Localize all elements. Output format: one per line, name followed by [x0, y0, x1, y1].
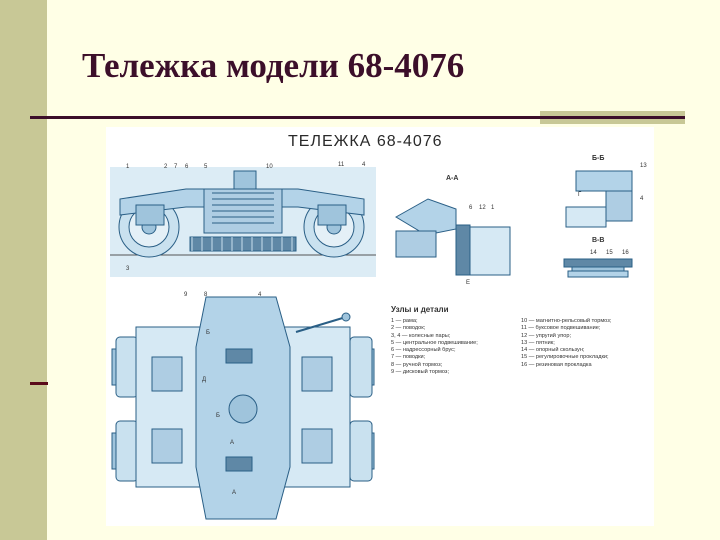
section-aa-side-member	[469, 226, 511, 276]
rear-left-wheel	[115, 420, 139, 482]
plan-view	[111, 296, 375, 520]
callout-1: 1	[126, 164, 130, 170]
disc-brake-front-right	[301, 356, 333, 392]
callout-10: 10	[266, 164, 273, 170]
section-aa-callout-1: 1	[491, 205, 495, 211]
front-left-wheel	[115, 336, 139, 398]
section-vv-callout-14: 14	[590, 250, 597, 256]
section-mark-b-top: Б	[206, 330, 210, 336]
side-view	[110, 167, 376, 277]
legend-item: 1 — рама;	[391, 318, 418, 324]
callout-8: 8	[204, 292, 208, 298]
side-bar-accent-line	[30, 382, 48, 385]
legend-item: 15 — регулировочные прокладки;	[521, 354, 609, 361]
callout-3: 3	[126, 266, 130, 272]
title-underline	[30, 116, 685, 119]
callout-5: 5	[204, 164, 208, 170]
legend-item: 5 — центральное подвешивание;	[391, 339, 478, 346]
section-mark-a-bottom: А	[232, 490, 237, 496]
section-vv-shims	[571, 266, 625, 272]
legend-heading: Узлы и детали	[391, 305, 449, 314]
handbrake-linkage	[295, 316, 347, 333]
section-vv-label: В-В	[592, 237, 605, 244]
right-axle-box-suspension	[317, 204, 347, 226]
handbrake-lever	[341, 312, 351, 322]
section-vv-rubber-pad	[567, 270, 629, 278]
left-axle-box-suspension	[135, 204, 165, 226]
section-vv-callout-16: 16	[622, 250, 629, 256]
magnetic-rail-brake	[189, 236, 297, 252]
slide-title: Тележка модели 68-4076	[82, 46, 465, 85]
section-bb-mark-g: Г	[578, 192, 582, 198]
section-aa-bolster	[395, 198, 457, 236]
central-spring-coils	[212, 192, 274, 224]
legend-item: 3, 4 — колесные пары;	[391, 332, 451, 339]
section-aa-frame	[395, 230, 437, 258]
section-bb-callout-13: 13	[640, 163, 647, 169]
legend-item: 11 — буксовое подвешивание;	[521, 325, 601, 332]
legend-right-column: 10 — магнитно-рельсовый тормоз; 11 — бук…	[521, 318, 651, 376]
legend-left-column: 1 — рама; 2 — поводок; 3, 4 — колесные п…	[391, 318, 521, 376]
callout-4: 4	[362, 162, 366, 168]
legend-item: 13 — пятник;	[521, 339, 555, 346]
front-right-wheel	[349, 336, 373, 398]
bogie-technical-drawing: ТЕЛЕЖКА 68-4076 1 2 7 6 5 10 11 4 3 9 8 …	[106, 127, 654, 526]
rear-right-wheel	[349, 420, 373, 482]
section-bb-frame	[565, 206, 607, 228]
disc-brake-rear-left	[151, 428, 183, 464]
disc-brake-front-left	[151, 356, 183, 392]
callout-2: 2	[164, 164, 168, 170]
section-vv-side-bearer	[563, 258, 633, 268]
disc-brake-rear-right	[301, 428, 333, 464]
section-aa-callout-12: 12	[479, 205, 486, 211]
section-aa	[395, 198, 511, 276]
bogie-drawing-graphics	[110, 167, 633, 520]
center-pivot-plan	[228, 394, 258, 424]
section-bb-label: Б-Б	[592, 155, 605, 162]
section-vv-callout-15: 15	[606, 250, 613, 256]
callout-11: 11	[338, 162, 345, 168]
bolster-pivot	[233, 170, 257, 190]
section-bb-center-plate	[575, 170, 633, 192]
section-mark-d: Д	[202, 377, 207, 383]
legend-item: 10 — магнитно-рельсовый тормоз;	[521, 318, 612, 324]
section-mark-b-mid: Б	[216, 413, 220, 419]
legend-item: 8 — ручной тормоз;	[391, 361, 443, 368]
slide-side-bar	[0, 0, 47, 540]
callout-7: 7	[174, 164, 178, 170]
section-vv	[563, 258, 633, 278]
legend-item: 7 — поводки;	[391, 354, 426, 361]
section-aa-callout-6: 6	[469, 205, 473, 211]
section-bb	[565, 170, 633, 228]
callout-6: 6	[185, 164, 189, 170]
section-mark-a-mid: А	[230, 440, 235, 446]
section-bb-callout-4: 4	[640, 196, 644, 202]
section-bb-bolster	[605, 190, 633, 222]
callout-4-plan: 4	[258, 292, 262, 298]
legend-item: 6 — надрессорный брус;	[391, 347, 456, 354]
drawing-title: ТЕЛЕЖКА 68-4076	[288, 133, 443, 150]
section-aa-elastic-stop	[455, 224, 471, 276]
parts-legend: Узлы и детали 1 — рама; 2 — поводок; 3, …	[391, 305, 651, 376]
side-bearer-rear	[225, 456, 253, 472]
legend-item: 14 — опорный скользун;	[521, 347, 585, 354]
legend-item: 9 — дисковый тормоз;	[391, 369, 450, 376]
section-aa-mark-e: Е	[466, 280, 471, 286]
legend-item: 2 — поводок;	[391, 325, 426, 332]
legend-item: 16 — резиновая прокладка	[521, 361, 592, 368]
legend-item: 12 — упругий упор;	[521, 332, 572, 339]
side-bearer-front	[225, 348, 253, 364]
rail-brake-segments	[191, 237, 293, 251]
callout-9: 9	[184, 292, 188, 298]
section-aa-label: А-А	[446, 175, 459, 182]
